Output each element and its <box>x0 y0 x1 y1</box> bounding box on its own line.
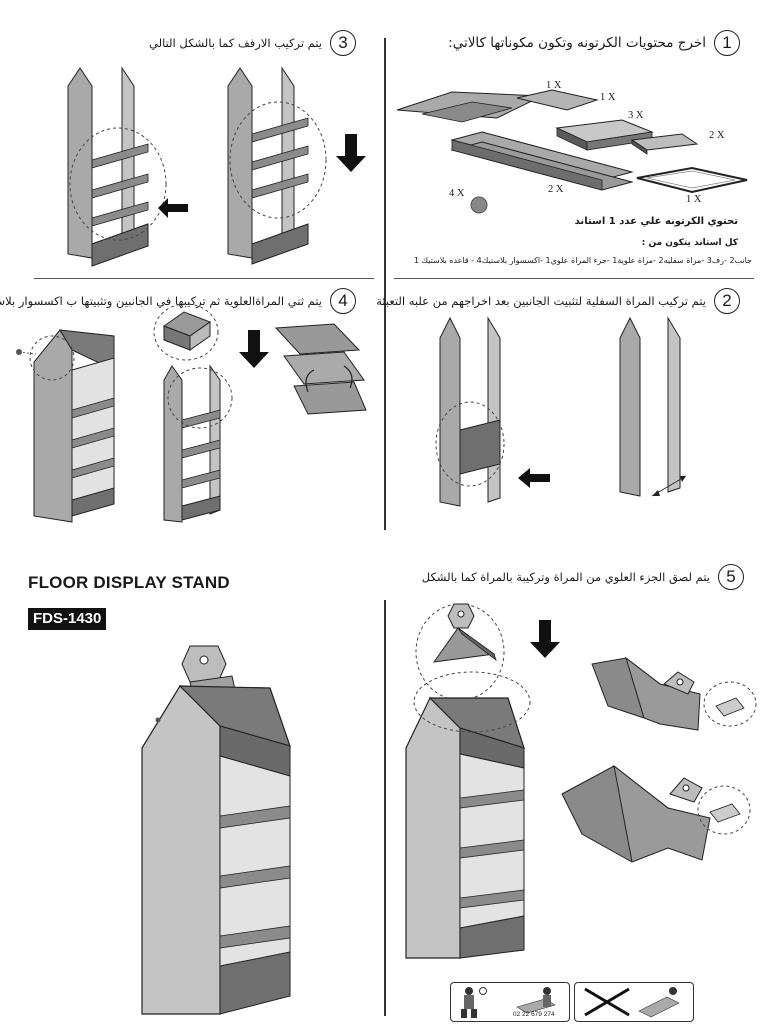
qty-clips: 4 X <box>449 188 465 199</box>
step-3-header: 3 يتم تركيب الارفف كما بالشكل التالي <box>149 30 356 56</box>
care-box-forbidden <box>574 982 694 1022</box>
step-5-number: 5 <box>718 564 744 590</box>
qty-sides: 2 X <box>548 184 564 195</box>
qty-top-part: 1 X <box>600 92 616 103</box>
divider-left-row <box>34 278 374 279</box>
step-3-text: يتم تركيب الارفف كما بالشكل التالي <box>148 36 322 50</box>
footer-phone: 02 22 679 274 <box>513 1011 555 1018</box>
step-1-header: 1 اخرج محتويات الكرتونه وتكون مكوناتها ك… <box>448 30 740 56</box>
step-2-text: يتم تركيب المراة السفلية لتثبيت الجانبين… <box>376 294 706 308</box>
model-number: FDS-1430 <box>28 608 107 630</box>
step-5-illustration <box>405 603 757 959</box>
step-2-illustration <box>435 316 687 507</box>
step-4-illustration <box>16 303 367 523</box>
product-title: FLOOR DISPLAY STAND <box>28 573 230 592</box>
parts-illustration <box>396 89 748 214</box>
step-4-text: يتم ثني المراةالعلوية ثم تركيبها في الجا… <box>0 294 322 308</box>
step-3-illustration <box>67 66 366 267</box>
qty-small-plates: 2 X <box>709 130 725 141</box>
step-1-number: 1 <box>714 30 740 56</box>
step-5-text: يتم لصق الجزء العلوي من المراة وتركيبة ب… <box>421 570 710 584</box>
step-1-text: اخرج محتويات الكرتونه وتكون مكوناتها كال… <box>448 35 706 51</box>
forbidden-icon <box>584 987 680 1018</box>
contents-line-3: جانب2 -رف3 -مراة سفليه2 -مراة علوية1 -جز… <box>413 256 752 265</box>
qty-shelves: 3 X <box>628 110 644 121</box>
handling-icon <box>461 987 556 1018</box>
step-2-number: 2 <box>714 288 740 314</box>
divider-top <box>384 38 386 530</box>
step-4-number: 4 <box>330 288 356 314</box>
contents-line-1: تحتوي الكرتونه علي عدد 1 استاند <box>574 216 738 227</box>
assembled-stand-illustration <box>141 645 291 1015</box>
qty-base: 1 X <box>686 194 702 205</box>
step-2-header: 2 يتم تركيب المراة السفلية لتثبيت الجانب… <box>376 288 740 314</box>
divider-bottom <box>384 600 386 1016</box>
step-3-number: 3 <box>330 30 356 56</box>
care-box-allowed: 02 22 679 274 <box>450 982 570 1022</box>
divider-right-row <box>394 278 754 279</box>
step-5-header: 5 يتم لصق الجزء العلوي من المراة وتركيبة… <box>422 564 744 590</box>
step-4-header: 4 يتم ثني المراةالعلوية ثم تركيبها في ال… <box>0 288 356 314</box>
qty-top-mirror: 1 X <box>546 80 562 91</box>
contents-line-2: كل استاند يتكون من : <box>641 238 738 248</box>
